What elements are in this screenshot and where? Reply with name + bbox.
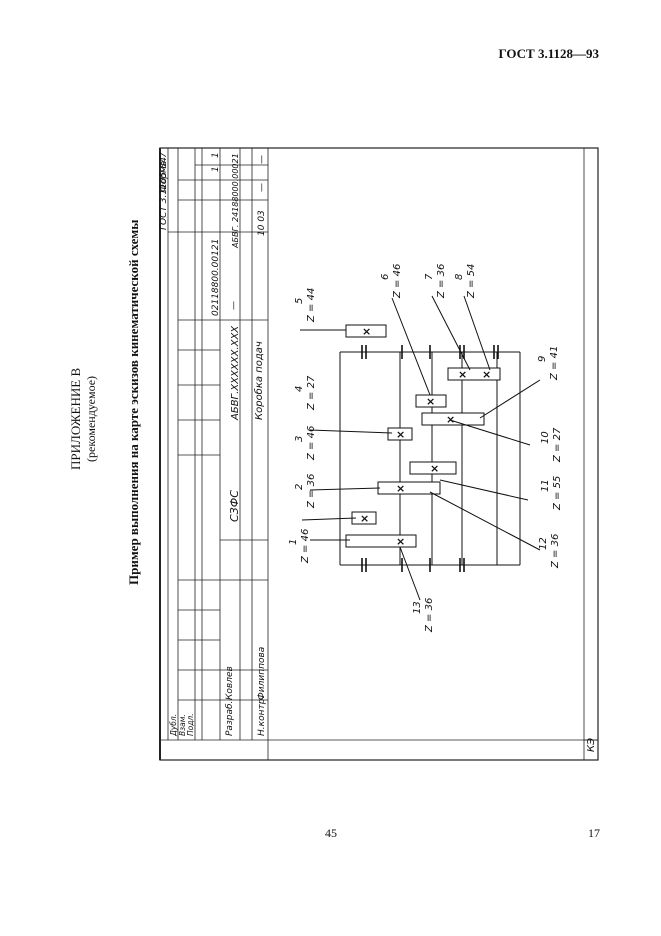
dash-2: —	[257, 183, 267, 192]
doc-number-top: 02118800.00121	[211, 239, 221, 316]
svg-text:×: ×	[426, 395, 435, 408]
person-nkontr: Филиппова	[257, 647, 267, 700]
sheet-type: КЭ	[586, 738, 597, 752]
role-podl: Подл.	[186, 713, 195, 736]
dash-3: —	[257, 155, 267, 164]
svg-text:×: ×	[360, 512, 369, 525]
role-nkontr: Н.контр.	[257, 696, 267, 736]
form-standard: ГОСТ 3.1105-84	[159, 157, 169, 230]
sheets-b: 1	[211, 152, 221, 158]
gear-label-7: 7Z = 36	[424, 264, 447, 299]
svg-text:×: ×	[482, 368, 491, 381]
gear-label-13: 13Z = 36	[412, 598, 435, 633]
role-vzam: Взам.	[178, 714, 187, 736]
svg-text:×: ×	[396, 535, 405, 548]
svg-text:×: ×	[362, 325, 371, 338]
gear-label-8: 8Z = 54	[454, 264, 477, 299]
gear-label-5: 5Z = 44	[294, 288, 317, 323]
gear-label-6: 6Z = 46	[380, 264, 403, 299]
product-name: Коробка подач	[253, 341, 265, 420]
svg-text:×: ×	[396, 428, 405, 441]
gear-label-3: 3Z = 46	[294, 426, 317, 461]
gear-label-10: 10Z = 27	[540, 427, 563, 463]
svg-text:×: ×	[430, 462, 439, 475]
designation: АБВГ.XXXXXX.XXX	[230, 325, 241, 421]
gear-label-4: 4Z = 27	[294, 375, 317, 411]
page-number-right: 17	[588, 826, 600, 840]
role-dubl: Дубл.	[169, 714, 178, 737]
kinematic-scheme	[300, 295, 541, 601]
code-field: 10 03	[257, 210, 267, 236]
doc-number-right: АБВГ. 24188000.00021	[231, 153, 240, 249]
gear-label-9: 9Z = 41	[537, 346, 560, 381]
svg-text:×: ×	[396, 482, 405, 495]
sheets-a: 1	[211, 166, 221, 172]
standard-header: ГОСТ 3.1128—93	[498, 46, 599, 61]
svg-text:×: ×	[446, 413, 455, 426]
gear-label-11: 11Z = 55	[540, 476, 563, 511]
gear-label-2: 2Z = 36	[294, 474, 317, 509]
form-number: Форма 7	[159, 152, 169, 192]
svg-text:×: ×	[458, 368, 467, 381]
person-razrab: Ковлев	[225, 666, 235, 700]
gear-label-1: 1Z = 46	[288, 529, 311, 564]
dash-1: —	[229, 301, 239, 310]
gear-label-12: 12Z = 36	[538, 534, 561, 569]
page-number-left: 45	[325, 826, 337, 840]
organization: СЗФС	[228, 490, 241, 522]
role-razrab: Разраб.	[225, 701, 235, 736]
title-block	[160, 148, 598, 760]
